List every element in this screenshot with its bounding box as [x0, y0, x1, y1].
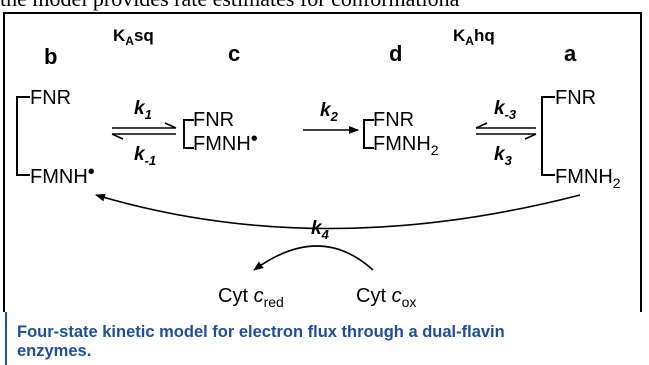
state-b-fmnh: FMNH• — [30, 161, 95, 188]
arrow-k3-head — [524, 133, 537, 140]
ka-hq-label: KAhq — [453, 26, 495, 48]
arrow-km3-head — [475, 122, 488, 129]
arrow-k4-return — [95, 193, 581, 230]
kinetic-model-diagram: KAsq KAhq b c d a FNR FMNH• k1 k-1 FNR F… — [16, 26, 621, 310]
state-b-fnr: FNR — [30, 87, 71, 109]
state-a-bracket — [541, 96, 555, 176]
ka-sq-label: KAsq — [113, 26, 154, 48]
state-b-bracket — [16, 96, 30, 176]
arrow-cytc-reduction — [253, 245, 374, 271]
state-c-label: c — [228, 41, 240, 66]
figure-frame — [3, 12, 642, 312]
caption-line-2: enzymes. — [17, 342, 92, 360]
rate-k3: k3 — [494, 144, 513, 168]
rate-km1: k-1 — [134, 144, 156, 168]
rate-k4: k4 — [311, 218, 330, 242]
state-c-bracket — [183, 119, 194, 149]
state-a-fmnh2: FMNH2 — [555, 166, 621, 191]
state-d-fnr: FNR — [373, 109, 414, 131]
state-d-label: d — [389, 41, 402, 66]
rate-km3: k-3 — [494, 98, 517, 122]
cropped-header-text: the model provides rate estimates for co… — [0, 0, 649, 12]
state-c-fnr: FNR — [193, 109, 234, 131]
cyt-c-red: Cyt cred — [218, 285, 284, 310]
state-c-fmnh: FMNH• — [193, 128, 258, 155]
state-d-bracket — [363, 119, 374, 149]
state-d-fmnh2: FMNH2 — [373, 133, 439, 158]
arrow-km1-head — [111, 133, 124, 140]
rate-k2: k2 — [320, 100, 339, 124]
figure-caption: Four-state kinetic model for electron fl… — [5, 312, 644, 365]
rate-k1: k1 — [134, 98, 152, 122]
state-a-label: a — [564, 41, 577, 66]
arrow-k1-head — [164, 122, 177, 129]
state-b-label: b — [44, 44, 57, 69]
cyt-c-ox: Cyt cox — [356, 285, 416, 310]
caption-line-1: Four-state kinetic model for electron fl… — [17, 323, 505, 341]
state-a-fnr: FNR — [555, 87, 596, 109]
